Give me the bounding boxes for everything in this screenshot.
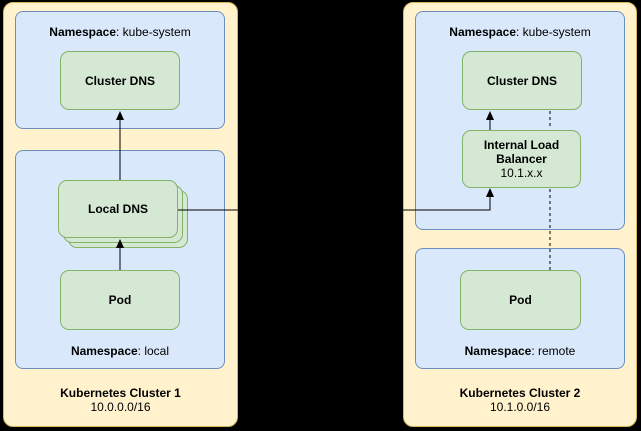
cluster1-namespace-local-label: Namespace: local <box>15 344 225 358</box>
cluster2-ilb-name: Internal Load Balancer <box>483 138 560 166</box>
cluster2-ilb-ip: 10.1.x.x <box>500 166 543 180</box>
cluster2-namespace-kube-system-label: Namespace: kube-system <box>415 25 625 39</box>
cluster2-namespace-kube-system-box <box>415 11 625 230</box>
cluster1-cidr: 10.0.0.0/16 <box>90 400 151 414</box>
cluster1-title-text: Kubernetes Cluster 1 <box>60 386 181 400</box>
cluster2-title-text: Kubernetes Cluster 2 <box>459 386 581 400</box>
cluster2-cluster-dns-node: Cluster DNS <box>462 51 582 110</box>
cluster1-local-dns-label: Local DNS <box>87 202 148 216</box>
namespace-label-rest: : local <box>137 344 170 358</box>
cluster1-cluster-dns-node: Cluster DNS <box>60 51 180 110</box>
cluster1-pod-node: Pod <box>60 270 180 330</box>
namespace-label-bold: Namespace <box>464 344 532 358</box>
cluster2-cluster-dns-label: Cluster DNS <box>486 73 557 88</box>
cluster1-local-dns-node: Local DNS <box>58 180 178 238</box>
namespace-label-bold: Namespace <box>70 344 138 358</box>
cluster2-namespace-remote-label: Namespace: remote <box>415 344 625 358</box>
cluster1-pod-label: Pod <box>108 293 132 307</box>
namespace-label-bold: Namespace <box>49 25 116 39</box>
namespace-label-rest: : kube-system <box>116 25 191 39</box>
namespace-label-bold: Namespace <box>449 25 516 39</box>
cluster2-cidr: 10.1.0.0/16 <box>489 400 551 414</box>
cluster1-cluster-dns-label: Cluster DNS <box>84 73 155 88</box>
namespace-label-rest: : remote <box>531 344 576 358</box>
namespace-label-rest: : kube-system <box>516 25 591 39</box>
cluster2-pod-label: Pod <box>509 293 532 307</box>
cluster1-namespace-kube-system-label: Namespace: kube-system <box>15 25 225 39</box>
cluster2-pod-node: Pod <box>460 270 581 330</box>
